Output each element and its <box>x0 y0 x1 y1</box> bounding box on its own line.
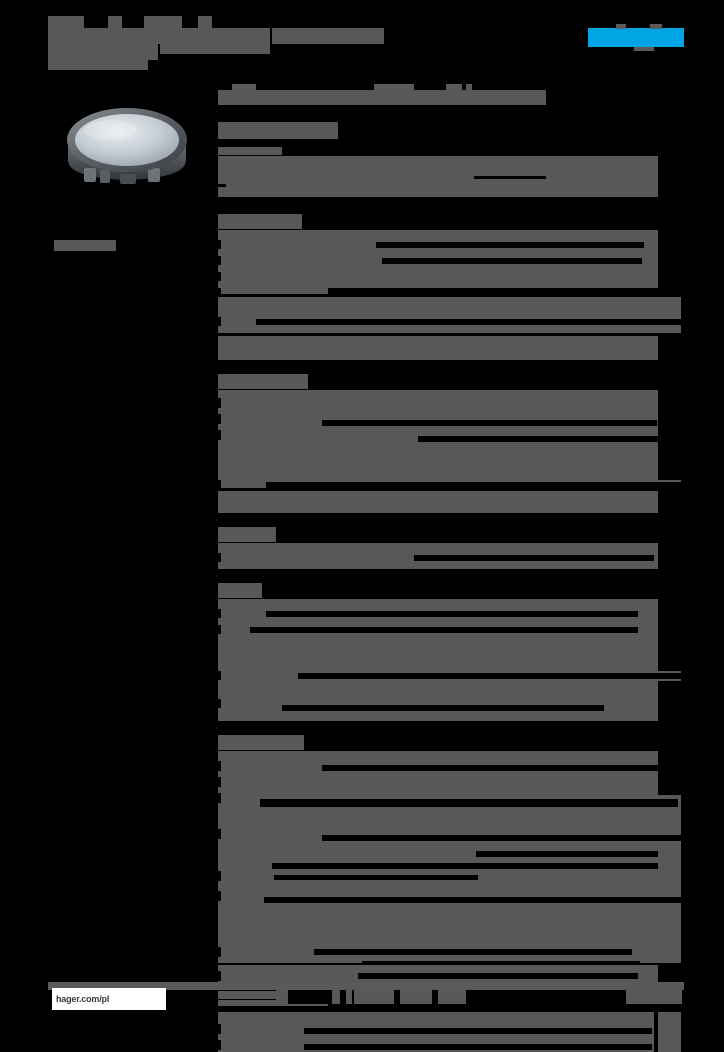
subheading <box>218 122 681 139</box>
section-title <box>218 521 681 543</box>
section-rows <box>218 965 681 987</box>
section-rows <box>218 336 681 360</box>
section-rows <box>218 599 681 721</box>
footer-legal-text <box>276 990 466 1004</box>
section-rows <box>218 390 681 488</box>
header-title-fragment <box>48 16 84 28</box>
section-rows <box>218 751 681 967</box>
dimension-diagram <box>218 991 681 1006</box>
header-meta <box>48 58 148 70</box>
footer-rule <box>48 982 684 990</box>
section-title <box>218 729 681 751</box>
product-photo-svg <box>67 108 187 184</box>
hager-logo-wordmark <box>588 28 684 47</box>
header-title-fragment <box>144 16 182 28</box>
header-title-fragment <box>272 28 384 44</box>
datasheet-page: hager.com/pl <box>48 14 684 1052</box>
section-rows <box>218 230 681 294</box>
hager-logo-baseline <box>634 47 654 51</box>
hager-logo-ascender <box>616 24 626 29</box>
header-title-fragment <box>160 44 270 54</box>
header-title-fragment <box>198 16 212 28</box>
page-header <box>48 14 684 72</box>
page-footer: hager.com/pl <box>48 982 684 1012</box>
hager-logo-ascender <box>650 24 662 29</box>
intro-paragraph <box>218 156 681 200</box>
section-title <box>218 208 681 230</box>
page-title <box>48 28 270 44</box>
section-title <box>218 368 681 390</box>
main-heading <box>218 84 681 108</box>
header-title-fragment <box>108 16 122 28</box>
hager-logo <box>588 24 684 51</box>
footer-url[interactable]: hager.com/pl <box>52 988 166 1010</box>
section-rows <box>218 297 681 333</box>
section-rows <box>218 543 681 569</box>
product-reference-label <box>54 240 116 251</box>
section-rows <box>218 1012 681 1052</box>
section-title <box>218 577 681 599</box>
product-photo <box>52 88 202 198</box>
intro-label <box>218 147 681 155</box>
footer-page-number <box>626 984 682 1004</box>
page-subtitle <box>48 44 158 60</box>
specification-table <box>218 84 681 1052</box>
section-rows <box>218 491 681 513</box>
